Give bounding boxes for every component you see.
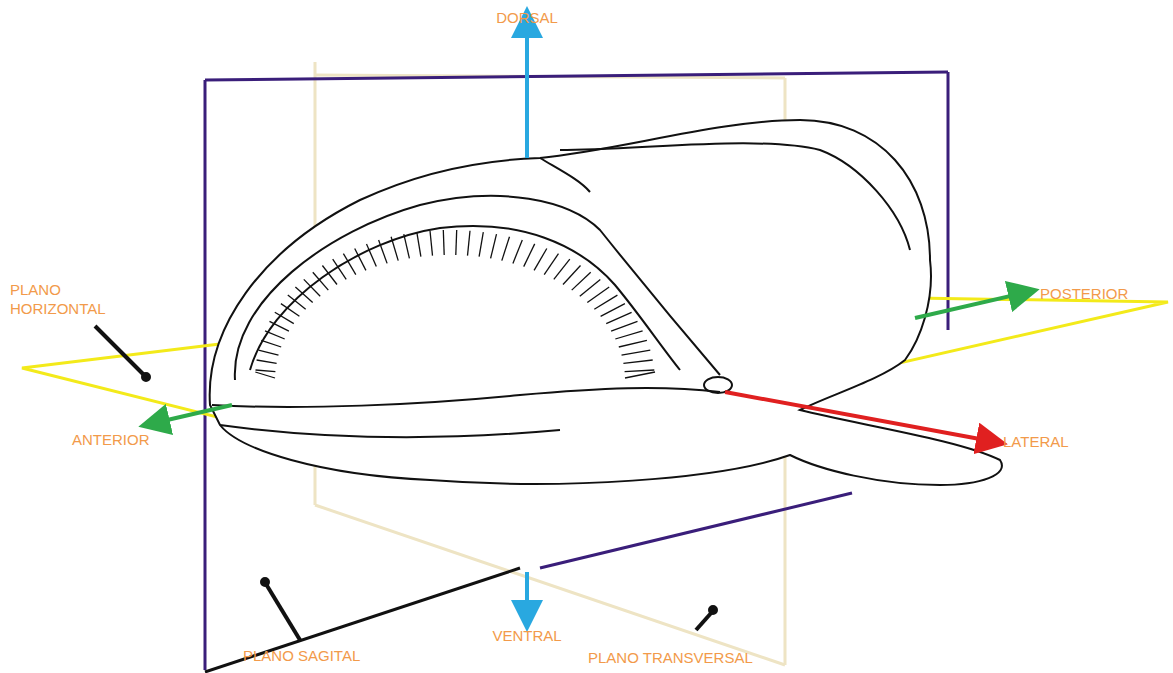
baleen-line — [534, 249, 547, 271]
baleen-line — [295, 287, 312, 303]
baleen-line — [256, 370, 276, 372]
plane-label: PLANO HORIZONTAL — [10, 280, 130, 318]
baleen-line — [443, 230, 445, 255]
baleen-line — [313, 272, 329, 290]
baleen-line — [611, 321, 637, 331]
baleen-line — [417, 232, 421, 257]
baleen-line — [502, 237, 510, 261]
baleen-line — [355, 249, 366, 271]
baleen-line — [606, 312, 631, 323]
direction-label: DORSAL — [496, 8, 558, 27]
baleen-line — [288, 295, 306, 309]
baleen-line — [524, 244, 535, 267]
direction-label: POSTERIOR — [1040, 284, 1128, 303]
baleen-line — [430, 231, 433, 256]
baleen-line — [572, 272, 591, 290]
baleen-line — [479, 232, 483, 257]
baleen-line — [513, 240, 522, 263]
plane-label: PLANO TRANSVERSAL — [588, 648, 753, 667]
baleen-line — [619, 340, 647, 347]
baleen-line — [544, 254, 558, 275]
baleen-line — [468, 231, 471, 256]
baleen-plates — [255, 230, 655, 378]
baleen-line — [257, 360, 277, 363]
direction-label: VENTRAL — [492, 626, 561, 645]
baleen-line — [322, 266, 337, 285]
baleen-line — [261, 340, 281, 347]
leader-lines — [95, 326, 716, 640]
baleen-line — [259, 350, 279, 355]
baleen-line — [554, 259, 570, 279]
baleen-line — [587, 287, 609, 303]
axis-arrows — [150, 18, 1028, 620]
baleen-line — [275, 312, 294, 323]
baleen-line — [580, 279, 601, 296]
baleen-line — [622, 350, 651, 355]
baleen-line — [265, 331, 285, 339]
baleen-line — [343, 254, 355, 275]
baleen-line — [304, 279, 320, 296]
baleen-line — [255, 372, 275, 378]
baleen-line — [563, 266, 581, 285]
baleen-line — [367, 244, 377, 267]
baleen-line — [270, 321, 289, 331]
baleen-line — [601, 304, 625, 317]
baleen-line — [379, 240, 388, 263]
baleen-line — [623, 360, 652, 363]
direction-label: ANTERIOR — [72, 430, 150, 449]
baleen-line — [333, 259, 347, 279]
baleen-line — [455, 230, 457, 255]
baleen-line — [391, 237, 398, 261]
baleen-line — [615, 331, 642, 339]
baleen-line — [594, 295, 617, 309]
baleen-line — [625, 372, 655, 378]
baleen-line — [625, 370, 655, 372]
baleen-line — [491, 234, 497, 258]
baleen-line — [281, 304, 300, 317]
plane-label: PLANO SAGITAL — [243, 646, 360, 665]
direction-label: LATERAL — [1003, 432, 1069, 451]
baleen-line — [404, 234, 410, 258]
whale-drawing — [210, 120, 1002, 485]
